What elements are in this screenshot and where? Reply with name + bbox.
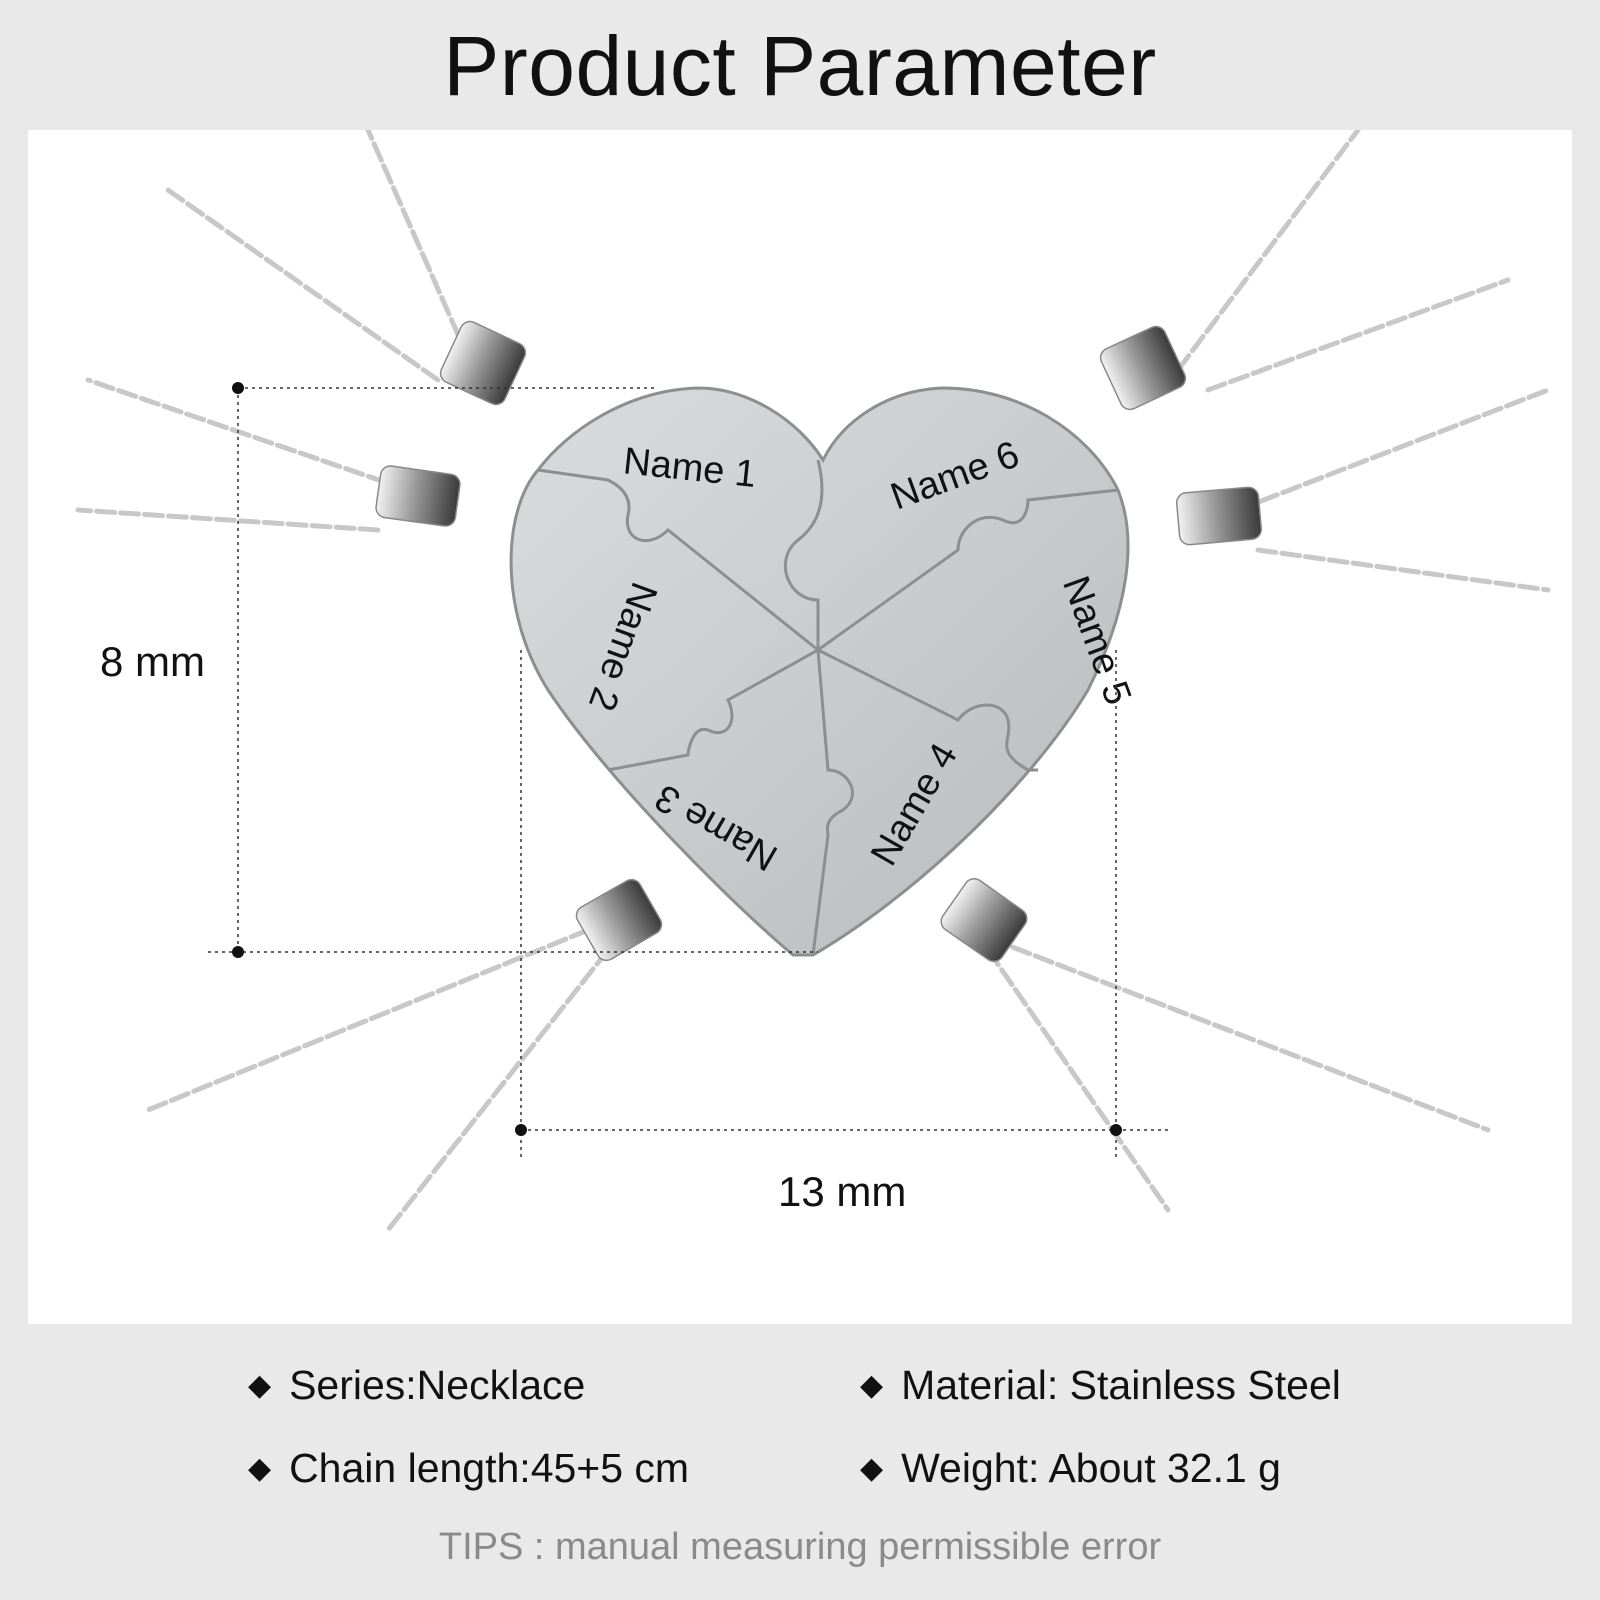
spec-material-text: Material: Stainless Steel bbox=[901, 1362, 1341, 1408]
diamond-bullet-icon: ◆ bbox=[248, 1452, 272, 1485]
chains bbox=[75, 130, 1551, 1233]
height-dimension-label: 8 mm bbox=[100, 638, 205, 685]
spec-series: ◆ Series:Necklace bbox=[248, 1362, 585, 1409]
diamond-bullet-icon: ◆ bbox=[860, 1452, 884, 1485]
tips-note: TIPS : manual measuring permissible erro… bbox=[438, 1526, 1162, 1568]
spec-chain-length-text: Chain length:45+5 cm bbox=[289, 1445, 690, 1491]
spec-weight-text: Weight: About 32.1 g bbox=[901, 1445, 1281, 1491]
page-title: Product Parameter bbox=[443, 19, 1157, 113]
width-dimension-label: 13 mm bbox=[778, 1168, 907, 1215]
spec-chain-length: ◆ Chain length:45+5 cm bbox=[248, 1445, 689, 1492]
spec-series-text: Series:Necklace bbox=[289, 1362, 586, 1408]
diamond-bullet-icon: ◆ bbox=[248, 1369, 272, 1402]
dimension-endpoints bbox=[232, 382, 1122, 1136]
spec-material: ◆ Material: Stainless Steel bbox=[860, 1362, 1341, 1409]
pendant-bails bbox=[375, 320, 1263, 963]
dimension-lines bbox=[208, 387, 1168, 1160]
diamond-bullet-icon: ◆ bbox=[860, 1369, 884, 1402]
heart-puzzle-pendant-illustration: Name 1 Name 6 Name 2 Name 5 Name 3 Name … bbox=[75, 130, 1551, 1233]
spec-weight: ◆ Weight: About 32.1 g bbox=[860, 1445, 1281, 1492]
product-specs: ◆ Series:Necklace ◆ Material: Stainless … bbox=[0, 1340, 1600, 1510]
puzzle-seams bbox=[537, 459, 1119, 956]
product-photo: Name 1 Name 6 Name 2 Name 5 Name 3 Name … bbox=[28, 130, 1572, 1324]
